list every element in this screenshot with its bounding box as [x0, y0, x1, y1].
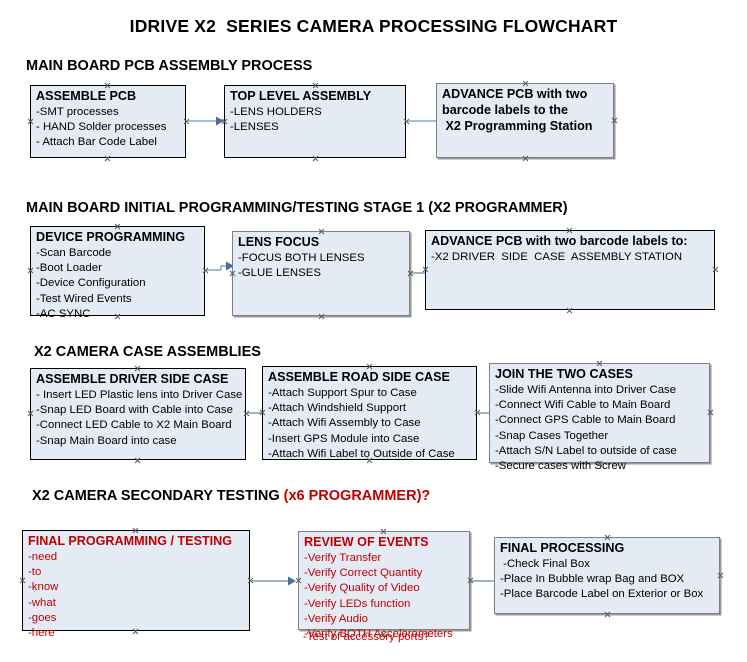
node-review-of-events[interactable]: REVIEW OF EVENTS -Verify Transfer -Verif…	[298, 531, 470, 640]
node-line: -need	[28, 551, 58, 563]
node-line: -X2 DRIVER SIDE CASE ASSEMBLY STATION	[431, 251, 683, 263]
node-line: -goes	[28, 611, 57, 624]
node-line: -Place Barcode Label on Exterior or Box	[500, 588, 704, 601]
section-heading-main-board-initial-programming: MAIN BOARD INITIAL PROGRAMMING/TESTING S…	[26, 200, 568, 216]
node-line: -Connect Wifi Cable to Main Board	[495, 399, 671, 412]
node-title: TOP LEVEL ASSEMBLY	[230, 89, 372, 103]
node-title: LENS FOCUS	[238, 235, 320, 249]
section-heading-x2-camera-secondary-testing: X2 CAMERA SECONDARY TESTING (x6 PROGRAMM…	[32, 488, 430, 504]
node-title: REVIEW OF EVENTS	[304, 535, 429, 549]
node-final-programming-testing[interactable]: FINAL PROGRAMMING / TESTING -need -to -k…	[22, 530, 250, 639]
page-title: IDRIVE X2 SERIES CAMERA PROCESSING FLOWC…	[129, 16, 618, 36]
node-line: -Device Configuration	[36, 277, 146, 290]
node-title: ASSEMBLE ROAD SIDE CASE	[268, 370, 450, 384]
node-line: -Insert GPS Module into Case	[268, 432, 420, 445]
node-line: -Slide Wifi Antenna into Driver Case	[495, 384, 677, 396]
node-top-level-assembly[interactable]: TOP LEVEL ASSEMBLY -LENS HOLDERS -LENSES	[224, 85, 406, 158]
node-line: -Snap Cases Together	[495, 429, 609, 442]
node-line: -Connect GPS Cable to Main Board	[495, 414, 676, 427]
node-assemble-driver-side-case[interactable]: ASSEMBLE DRIVER SIDE CASE - Insert LED P…	[30, 368, 246, 460]
node-title-line-3: X2 Programming Station	[442, 119, 593, 133]
node-line: -Test Wired Events	[36, 292, 132, 305]
node-title: ASSEMBLE DRIVER SIDE CASE	[36, 372, 229, 386]
node-line: -AC SYNC	[36, 307, 91, 320]
node-title: DEVICE PROGRAMMING	[36, 230, 186, 244]
section-heading-red-suffix: (x6 PROGRAMMER)?	[283, 488, 431, 504]
node-line: -know	[28, 581, 59, 594]
node-line: -Verify Quality of Video	[304, 582, 420, 595]
section-heading-x2-camera-case-assemblies: X2 CAMERA CASE ASSEMBLIES	[34, 344, 261, 360]
node-line: -LENS HOLDERS	[230, 106, 322, 118]
node-title: JOIN THE TWO CASES	[495, 367, 633, 381]
node-line: -FOCUS BOTH LENSES	[238, 252, 365, 264]
node-review-of-events-overflow-line: -Test of accessory ports?	[303, 631, 430, 643]
node-line: -Verify Transfer	[304, 552, 382, 564]
node-advance-pcb-to-programming-station[interactable]: ADVANCE PCB with two barcode labels to t…	[436, 83, 614, 158]
node-line: -Snap LED Board with Cable into Case	[36, 404, 233, 417]
node-line: - Attach Bar Code Label	[36, 136, 157, 149]
node-line: -Attach Windshield Support	[268, 402, 407, 415]
node-line: -Secure cases with Screw	[495, 460, 627, 473]
node-title-line-1: ADVANCE PCB with two	[442, 87, 588, 101]
node-line: - HAND Solder processes	[36, 121, 167, 134]
node-line: -Attach Wifi Assembly to Case	[268, 417, 421, 430]
node-line: -what	[28, 596, 56, 609]
node-line: -GLUE LENSES	[238, 267, 321, 280]
node-final-processing[interactable]: FINAL PROCESSING -Check Final Box -Place…	[494, 537, 720, 614]
node-lens-focus[interactable]: LENS FOCUS -FOCUS BOTH LENSES -GLUE LENS…	[232, 231, 410, 316]
node-line: -Scan Barcode	[36, 247, 112, 259]
node-assemble-pcb[interactable]: ASSEMBLE PCB -SMT processes - HAND Solde…	[30, 85, 186, 158]
node-line: -Verify Audio	[304, 612, 368, 625]
node-line: -Connect LED Cable to X2 Main Board	[36, 419, 232, 432]
node-line: -Attach S/N Label to outside of case	[495, 444, 677, 457]
node-line: -to	[28, 566, 42, 579]
node-device-programming[interactable]: DEVICE PROGRAMMING -Scan Barcode -Boot L…	[30, 226, 205, 320]
node-join-the-two-cases[interactable]: JOIN THE TWO CASES -Slide Wifi Antenna i…	[489, 363, 710, 472]
node-title: ADVANCE PCB with two barcode labels to:	[431, 234, 688, 248]
section-heading-main-board-pcb-assembly-process: MAIN BOARD PCB ASSEMBLY PROCESS	[26, 58, 313, 74]
node-line: -Verify BOTH Accelerometers	[304, 628, 453, 641]
node-title: ASSEMBLE PCB	[36, 89, 137, 103]
node-line: -here	[28, 627, 55, 640]
node-line: -Check Final Box	[500, 558, 590, 570]
node-line: -LENSES	[230, 121, 279, 134]
node-line: -SMT processes	[36, 106, 119, 118]
node-advance-pcb-to-driver-side-case[interactable]: ADVANCE PCB with two barcode labels to: …	[425, 230, 715, 310]
node-title-line-2: barcode labels to the	[442, 103, 568, 117]
node-line: -Attach Support Spur to Case	[268, 387, 417, 399]
node-line: -Place In Bubble wrap Bag and BOX	[500, 573, 685, 586]
node-line: -Verify LEDs function	[304, 597, 411, 610]
node-title: FINAL PROCESSING	[500, 541, 625, 555]
node-line: - Insert LED Plastic lens into Driver Ca…	[36, 389, 243, 401]
section-heading-text: X2 CAMERA SECONDARY TESTING	[32, 488, 284, 504]
arrow-device-programming-to-lens-focus	[207, 261, 234, 271]
arrow-assemble-pcb-to-top-level	[188, 116, 224, 126]
node-line: -Attach Wifi Label to Outside of Case	[268, 447, 455, 460]
node-title: FINAL PROGRAMMING / TESTING	[28, 534, 233, 548]
arrow-final-programming-to-review-events	[252, 576, 296, 586]
node-line: -Verify Correct Quantity	[304, 567, 423, 580]
node-line: -Boot Loader	[36, 262, 102, 275]
node-assemble-road-side-case[interactable]: ASSEMBLE ROAD SIDE CASE -Attach Support …	[262, 366, 477, 460]
node-line: -Snap Main Board into case	[36, 434, 177, 447]
